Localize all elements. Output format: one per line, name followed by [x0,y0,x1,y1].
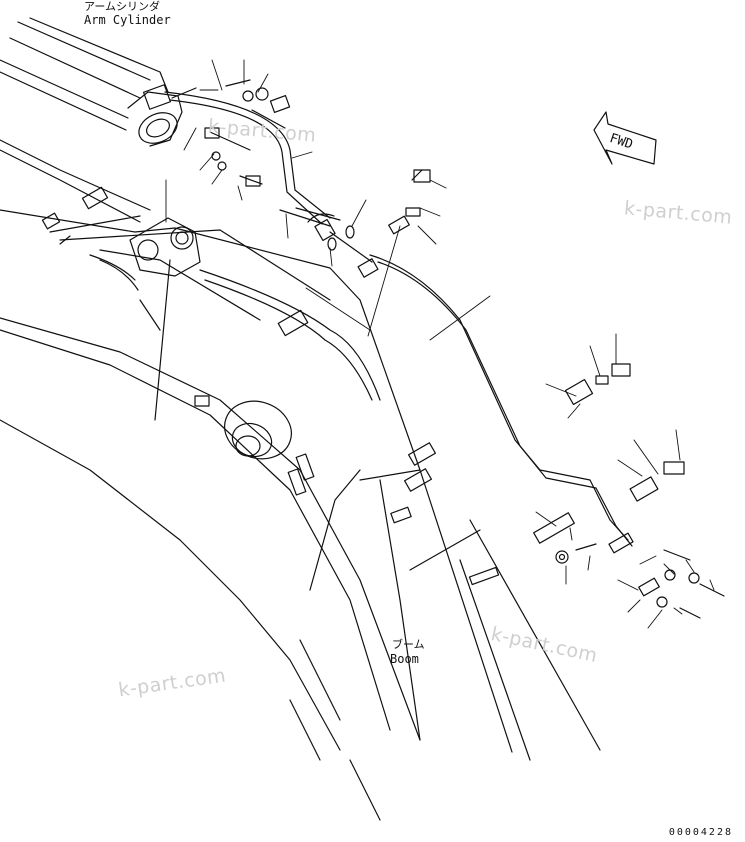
arm-cylinder-label-en: Arm Cylinder [84,13,171,27]
fwd-arrow-icon [593,111,657,165]
boom-label-jp: ブーム [392,638,425,651]
boom-hub [194,395,315,496]
hose [164,91,381,401]
boom-body [0,139,601,821]
boom-pin-boss [89,217,201,291]
arm-cylinder [0,17,197,147]
arm-cylinder-label-jp: アームシリンダ [84,0,161,13]
drawing-code: 00004228 [668,827,733,838]
pipe [329,231,633,547]
boom-label-en: Boom [390,652,419,666]
bolts [204,79,725,619]
leader-lines [165,59,715,629]
clamps [41,186,659,586]
